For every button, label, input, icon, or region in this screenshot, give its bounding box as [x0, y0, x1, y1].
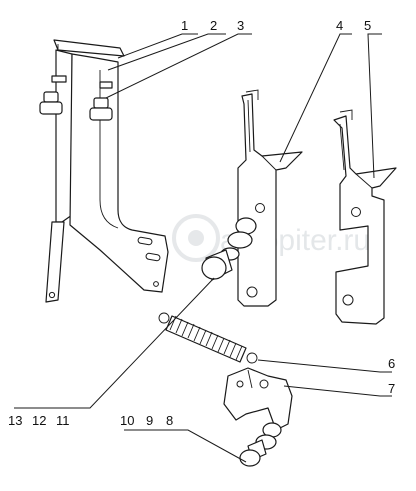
bracket-part-5: [333, 109, 397, 325]
pin-assembly-8-10: [239, 422, 282, 467]
bracket-part-4: [237, 89, 303, 307]
callout-4: 4: [336, 18, 343, 33]
callout-1: 1: [181, 18, 188, 33]
callout-11: 11: [56, 413, 70, 428]
callout-13: 13: [8, 413, 22, 428]
callout-3: 3: [237, 18, 244, 33]
callout-7: 7: [388, 381, 395, 396]
callout-9: 9: [146, 413, 153, 428]
callout-6: 6: [388, 356, 395, 371]
callout-labels: 1 2 3 4 5 6 7 8 9 10 11 12 13: [8, 18, 395, 428]
pedal-bracket: [39, 39, 169, 303]
callout-10: 10: [120, 413, 134, 428]
bolt-assembly-11-13: [201, 217, 257, 281]
pedal-arm-7: [223, 367, 293, 431]
tension-spring-6: [158, 312, 258, 364]
callout-8: 8: [166, 413, 173, 428]
callout-12: 12: [32, 413, 46, 428]
leader-lines: [14, 33, 392, 463]
callout-5: 5: [364, 18, 371, 33]
callout-2: 2: [210, 18, 217, 33]
